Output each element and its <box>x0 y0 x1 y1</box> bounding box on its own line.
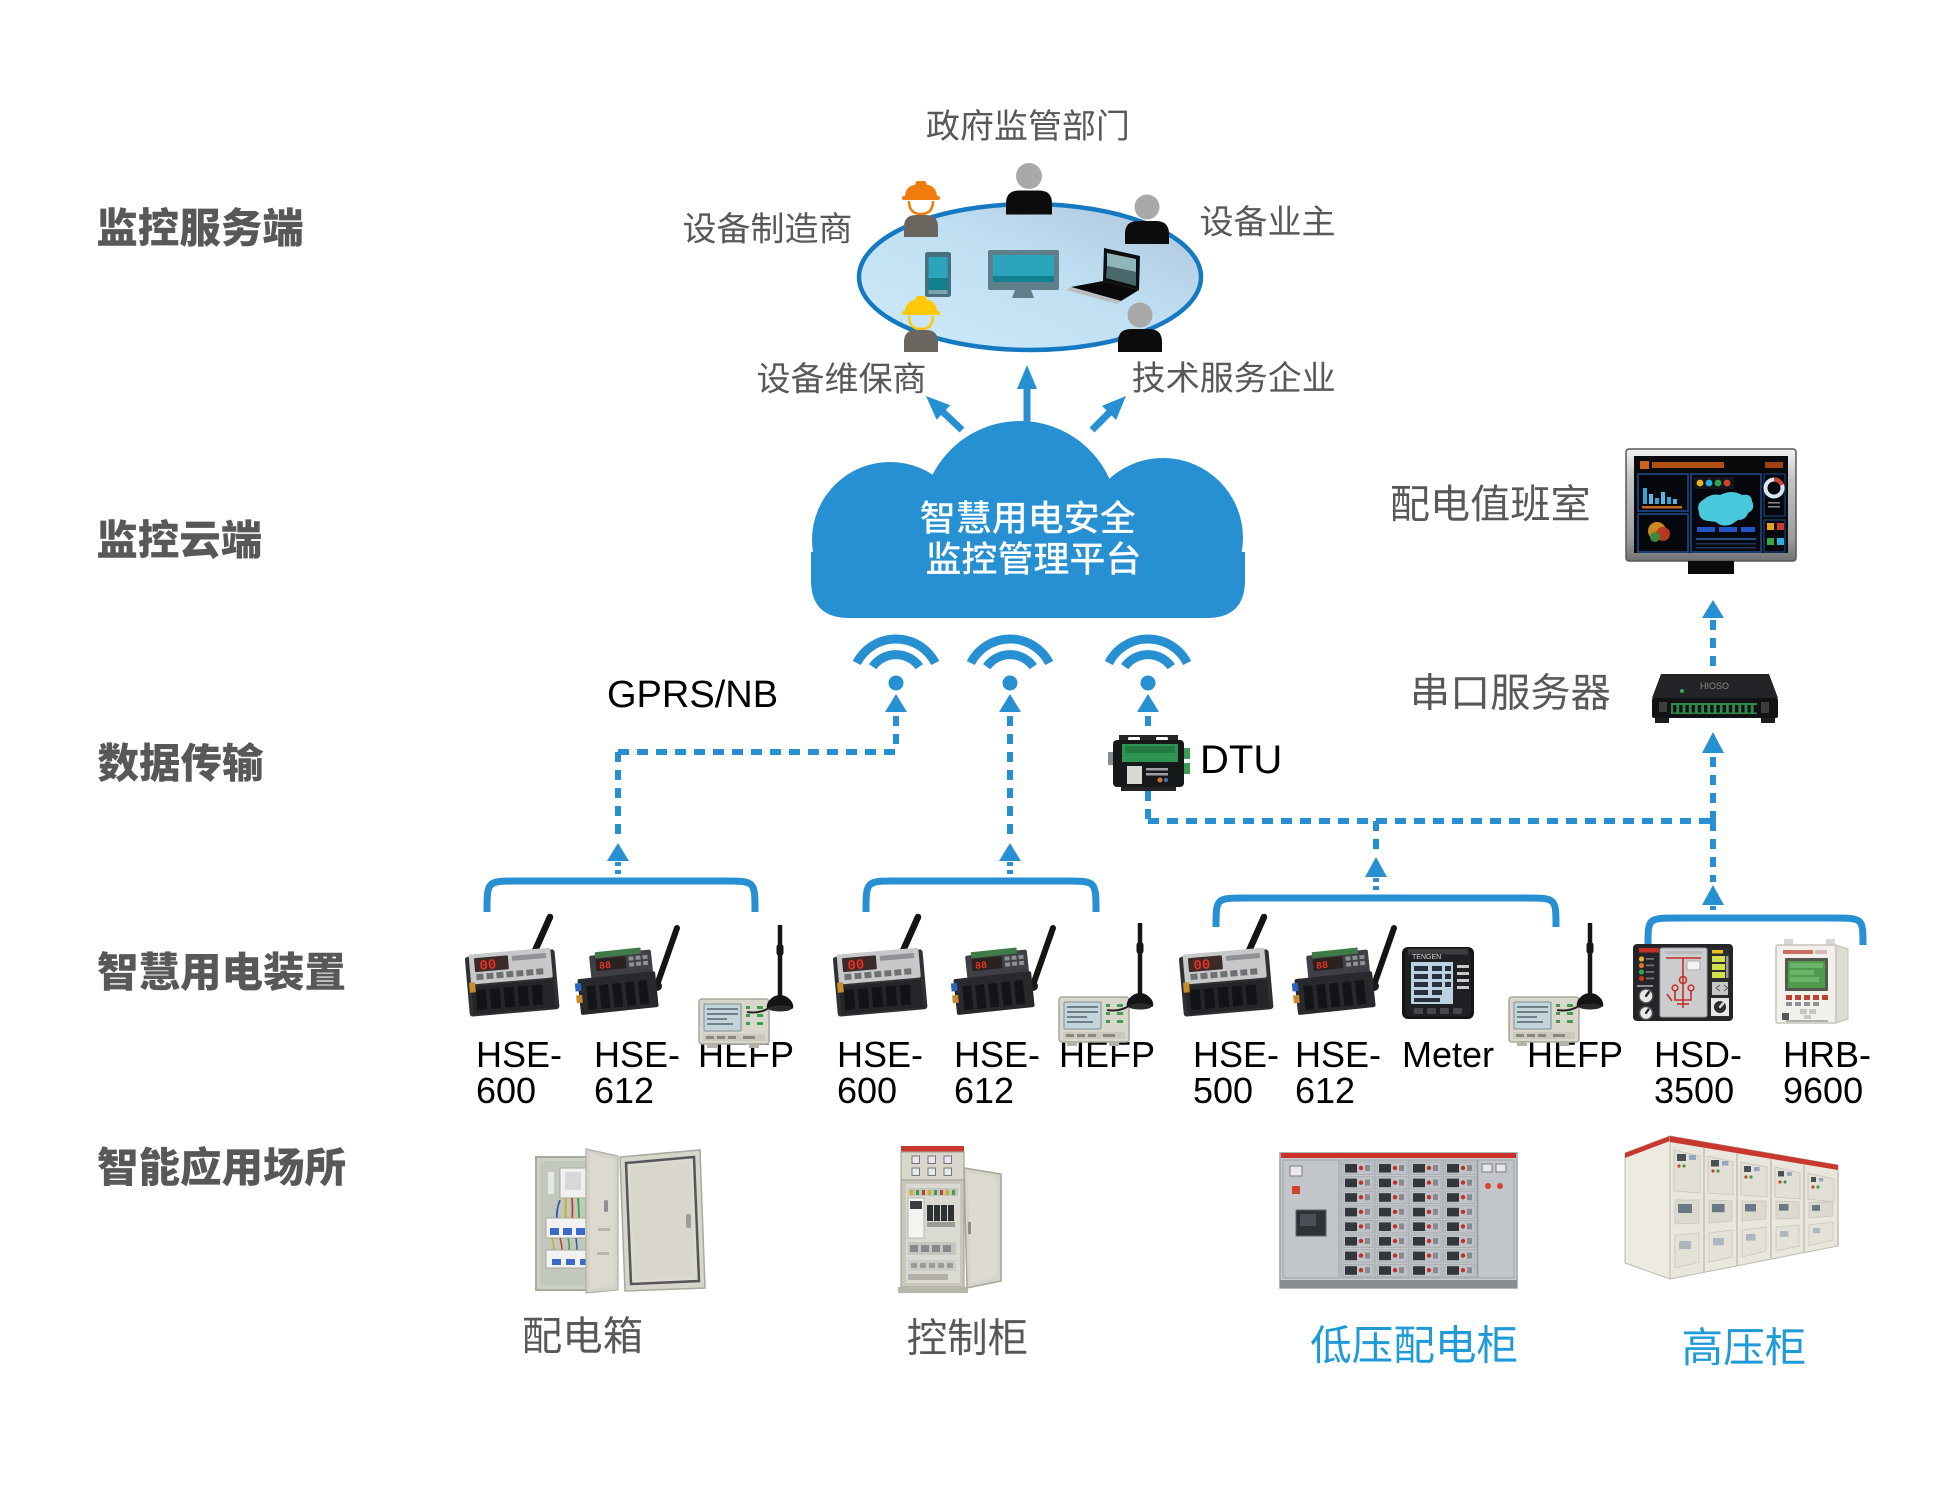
svg-text:HSE-: HSE- <box>837 1034 923 1075</box>
svg-text:HSE-: HSE- <box>1295 1034 1381 1075</box>
svg-text:612: 612 <box>954 1070 1014 1111</box>
svg-text:HSE-: HSE- <box>594 1034 680 1075</box>
svg-text:600: 600 <box>476 1070 536 1111</box>
svg-text:9600: 9600 <box>1783 1070 1863 1111</box>
svg-text:612: 612 <box>1295 1070 1355 1111</box>
svg-text:DTU: DTU <box>1200 738 1282 782</box>
svg-text:Meter: Meter <box>1402 1034 1494 1075</box>
svg-text:GPRS/NB: GPRS/NB <box>607 674 778 716</box>
svg-text:600: 600 <box>837 1070 897 1111</box>
svg-text:3500: 3500 <box>1654 1070 1734 1111</box>
svg-text:HSD-: HSD- <box>1654 1034 1742 1075</box>
svg-text:HRB-: HRB- <box>1783 1034 1871 1075</box>
svg-text:HIOSO: HIOSO <box>1700 681 1729 691</box>
svg-text:HSE-: HSE- <box>954 1034 1040 1075</box>
svg-text:HSE-: HSE- <box>476 1034 562 1075</box>
svg-text:612: 612 <box>594 1070 654 1111</box>
svg-text:HSE-: HSE- <box>1193 1034 1279 1075</box>
svg-text:500: 500 <box>1193 1070 1253 1111</box>
